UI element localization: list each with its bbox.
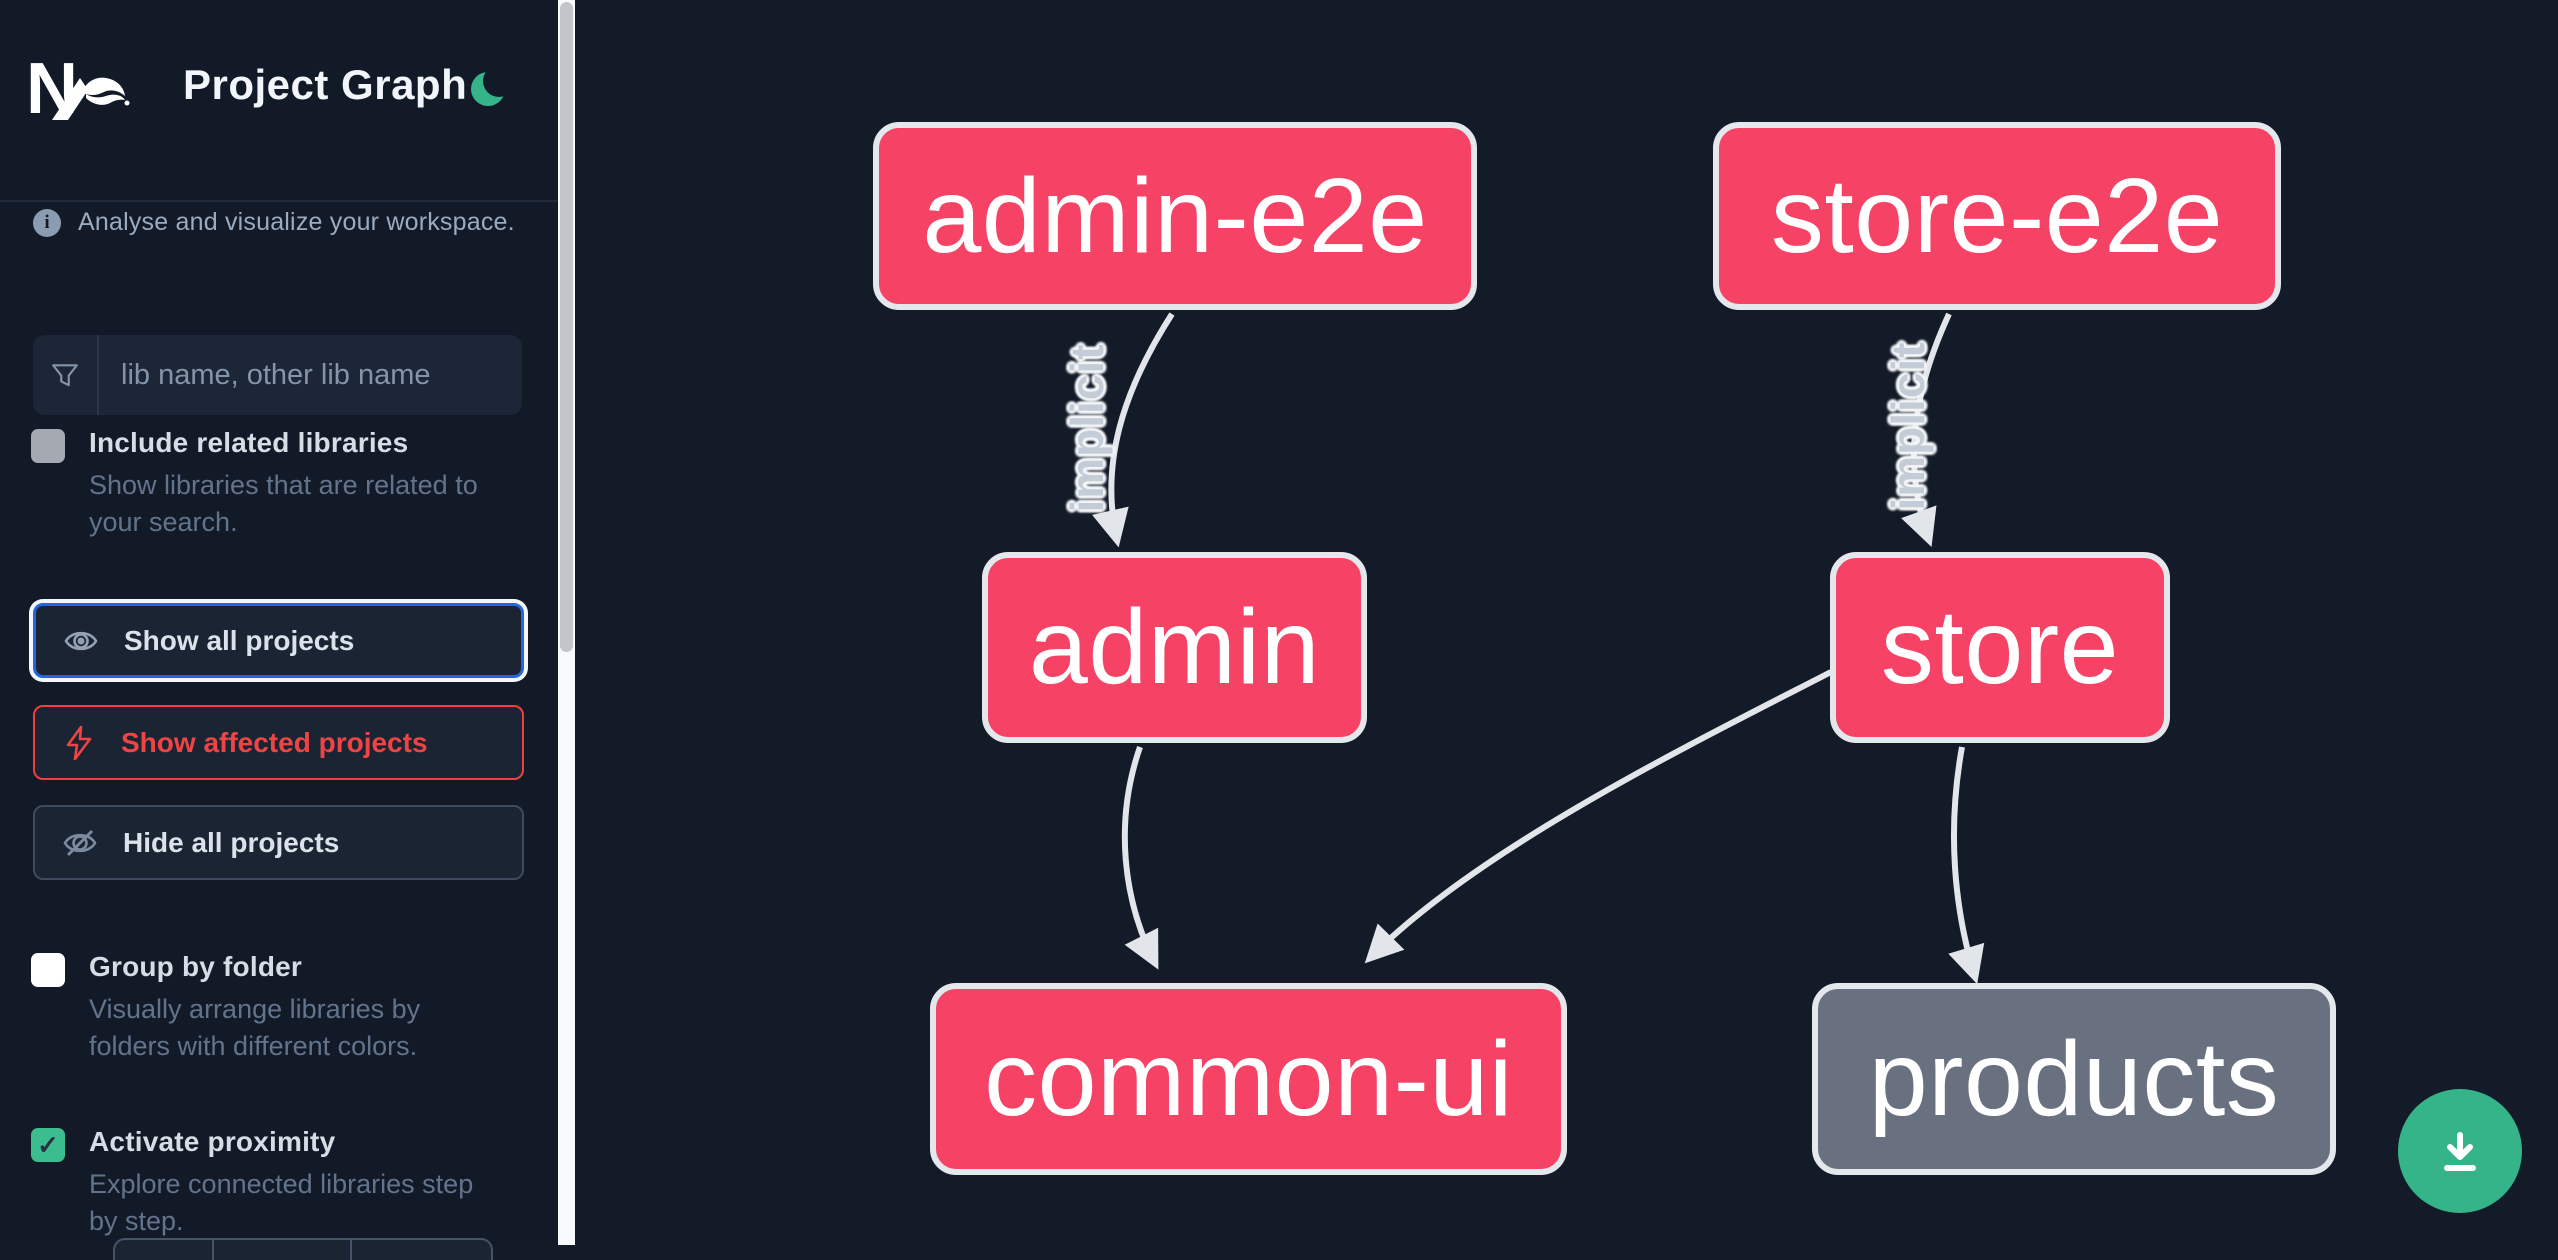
search-box (33, 335, 522, 415)
page-title: Project Graph (183, 61, 468, 108)
sidebar-header: N Project Graph (30, 52, 530, 132)
graph-node-common-ui[interactable]: common-ui (930, 983, 1567, 1175)
graph-node-admin-e2e[interactable]: admin-e2e (873, 122, 1477, 310)
checkbox-label: Activate proximity (89, 1126, 336, 1157)
sidebar-scrollbar-track[interactable] (558, 0, 575, 1245)
edge-store-to-common-ui[interactable] (1364, 669, 1833, 964)
theme-toggle-moon-icon[interactable] (471, 65, 515, 106)
nx-logo: N (30, 56, 130, 120)
graph-node-store[interactable]: store (1830, 552, 2170, 743)
checkbox-row-activate-proximity: ✓ Activate proximity Explore connected l… (31, 1126, 499, 1240)
checkbox-description: Show libraries that are related to your … (89, 470, 478, 537)
eye-off-icon (63, 829, 97, 856)
sidebar: N Project Graph i Analyse and visualize … (0, 0, 558, 1260)
show-all-projects-button[interactable]: Show all projects (33, 603, 524, 678)
checkbox-description: Explore connected libraries step by step… (89, 1169, 474, 1236)
edge-admin-e2e-to-admin[interactable] (1092, 312, 1175, 548)
edge-admin-to-common-ui[interactable] (1121, 746, 1159, 970)
edge-store-to-products[interactable] (1948, 746, 1985, 985)
download-graph-button[interactable] (2398, 1089, 2522, 1213)
filter-funnel-icon (33, 335, 99, 415)
checkbox-label: Group by folder (89, 951, 302, 982)
download-icon (2444, 1132, 2476, 1171)
tagline-text: Analyse and visualize your workspace. (78, 208, 515, 236)
header-divider (0, 200, 558, 202)
checkbox-label: Include related libraries (89, 427, 409, 458)
edge-label-store-e2e: implicit (1882, 341, 1934, 511)
checkbox-row-group-by-folder: Group by folder Visually arrange librari… (31, 951, 499, 1065)
tagline-row: i Analyse and visualize your workspace. (33, 208, 515, 237)
search-input[interactable] (99, 335, 522, 415)
checkbox-description: Visually arrange libraries by folders wi… (89, 994, 421, 1061)
button-label: Hide all projects (123, 826, 340, 858)
include-related-checkbox[interactable] (31, 429, 65, 463)
info-icon: i (33, 208, 61, 237)
proximity-depth-segmented-control[interactable] (113, 1238, 493, 1260)
graph-node-admin[interactable]: admin (982, 552, 1367, 743)
edge-label-admin-e2e: implicit (1061, 343, 1113, 513)
show-affected-projects-button[interactable]: Show affected projects (33, 705, 524, 780)
checkbox-row-include-related: Include related libraries Show libraries… (31, 427, 499, 541)
hide-all-projects-button[interactable]: Hide all projects (33, 805, 524, 880)
sidebar-scrollbar-thumb[interactable] (560, 2, 573, 652)
button-label: Show all projects (124, 624, 355, 656)
eye-icon (64, 631, 98, 650)
button-label: Show affected projects (121, 726, 428, 758)
activate-proximity-checkbox[interactable]: ✓ (31, 1128, 65, 1162)
bolt-icon (66, 725, 92, 760)
graph-node-store-e2e[interactable]: store-e2e (1713, 122, 2281, 310)
graph-node-products[interactable]: products (1812, 983, 2336, 1175)
edge-store-e2e-to-store[interactable] (1901, 312, 1952, 548)
group-by-folder-checkbox[interactable] (31, 953, 65, 987)
